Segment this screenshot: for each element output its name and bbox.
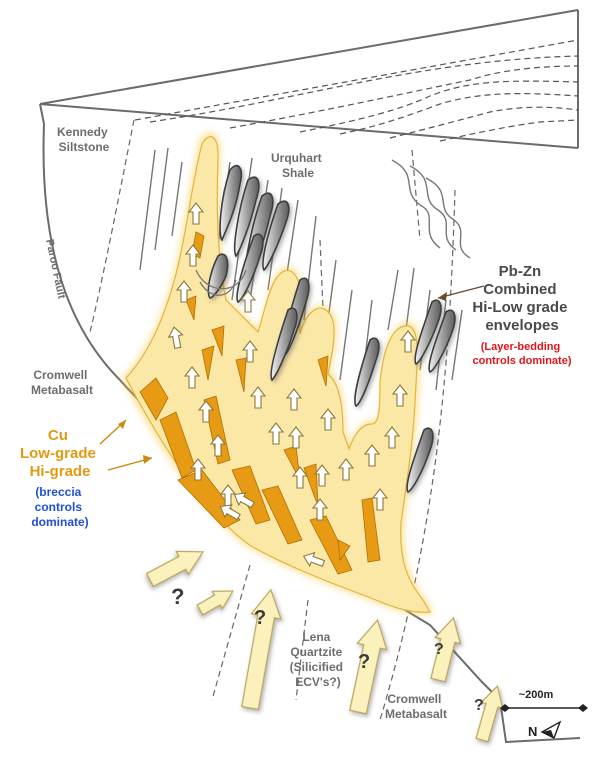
pbzn-lens (355, 338, 379, 406)
north-arrow: N (528, 722, 560, 739)
cu-legend: Cu Low-grade Hi-grade (breccia controls … (20, 420, 152, 529)
paroo-fault-label: Paroo Fault (43, 238, 67, 300)
scale-label: ~200m (519, 689, 554, 701)
question-mark: ? (474, 697, 484, 714)
pbzn-legend-title: Pb-Zn Combined Hi-Low grade envelopes (472, 263, 571, 334)
scale-bar: ~200m (500, 689, 588, 712)
top-surface-back-edge (40, 10, 578, 104)
north-label: N (528, 724, 537, 739)
fluid-input-arrow-icon (425, 615, 466, 683)
cu-legend-note: (breccia controls dominate) (31, 485, 88, 529)
question-mark: ? (254, 607, 266, 629)
question-mark: ? (171, 584, 184, 609)
urquhart-shale-label: Urquhart Shale (271, 151, 325, 180)
question-mark: ? (434, 641, 444, 658)
left-top-edge (40, 104, 44, 124)
pbzn-legend: Pb-Zn Combined Hi-Low grade envelopes (L… (438, 263, 572, 367)
fluid-input-arrow-icon (235, 587, 285, 710)
lena-quartzite-label: Lena Quartzite (Silicified ECV's?) (290, 630, 347, 689)
pbzn-legend-note: (Layer-bedding controls dominate) (472, 341, 571, 367)
cromwell-metabasalt-lower-label: Cromwell Metabasalt (385, 692, 447, 721)
top-surface-dashes (135, 40, 578, 141)
cromwell-metabasalt-upper-label: Cromwell Metabasalt (31, 368, 93, 397)
kennedy-siltstone-label: Kennedy Siltstone (57, 125, 111, 154)
question-mark: ? (358, 651, 370, 673)
cu-legend-title: Cu Low-grade Hi-grade (20, 427, 100, 480)
fluid-input-arrow-icon (195, 582, 238, 618)
